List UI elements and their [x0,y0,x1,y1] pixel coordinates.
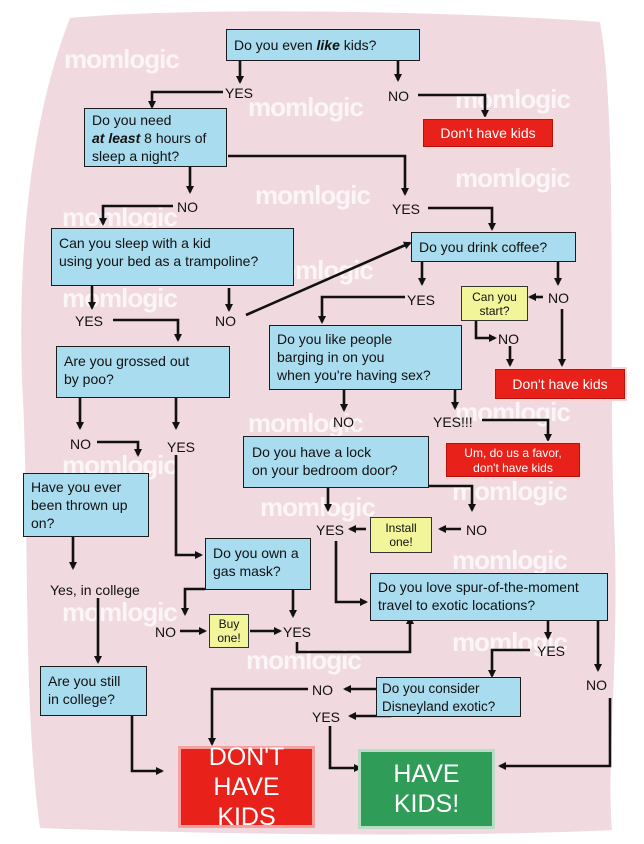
tip-install-one: Install one! [370,517,432,553]
watermark: momlogic [248,408,364,438]
question-text: by poo? [64,371,114,387]
label-yes: YES [392,201,421,217]
label-no: NO [333,414,354,430]
question-text: Are you still [48,673,121,689]
end-dont-have-kids: Don't have kids [495,369,625,399]
question-text: Do you love spur-of-the-moment [378,579,579,595]
question-text: Do you own a [213,545,299,561]
watermark: momlogic [260,492,376,522]
question-barging: Do you like people barging in on you whe… [269,325,462,390]
tip-text: start? [479,304,510,318]
label-yes: YES!!! [433,414,473,430]
question-text: Do you need [92,112,172,128]
label-no: NO [155,624,176,640]
label-no: NO [177,199,198,215]
question-text: Disneyland exotic? [382,699,496,714]
watermark: momlogic [455,163,571,193]
question-poo: Are you grossed out by poo? [56,346,230,398]
label-no: NO [586,677,607,693]
end-text: don't have kids [473,461,553,475]
question-text: Do you even [234,37,317,53]
question-text: gas mask? [213,563,281,579]
final-text: HAVE KIDS [213,773,280,831]
end-text: Um, do us a favor, [464,446,562,460]
label-yes: YES [537,643,566,659]
question-disneyland: Do you consider Disneyland exotic? [376,677,521,717]
question-text: 8 hours of [140,130,207,146]
final-have-kids: HAVE KIDS! [358,749,495,829]
label-yes: YES [225,85,254,101]
tip-text: one! [217,631,241,645]
label-yes: YES [167,439,196,455]
question-text: Do you have a lock [252,444,372,460]
tip-can-you-start: Can you start? [461,286,528,321]
label-no: NO [466,522,487,538]
question-emphasis: like [316,37,340,53]
question-trampoline: Can you sleep with a kid using your bed … [51,228,294,286]
tip-text: Install [385,521,417,535]
label-yes: YES [407,292,436,308]
question-text: sleep a night? [92,148,180,164]
question-text: been thrown up [31,497,128,513]
question-text: Can you sleep with a kid [59,235,211,251]
label-yes: YES [75,313,104,329]
question-text: Do you consider [382,681,480,696]
question-text: when you're having sex? [277,367,431,383]
watermark: momlogic [64,44,180,74]
label-no: NO [312,682,333,698]
label-no: NO [498,331,519,347]
label-no: NO [388,88,409,104]
question-text: Do you like people [277,331,393,347]
label-yes-in-college: Yes, in college [50,582,140,598]
question-text: kids? [339,37,377,53]
question-text: on your bedroom door? [252,462,398,478]
watermark: momlogic [452,545,568,575]
watermark: momlogic [255,180,371,210]
question-text: on? [31,515,55,531]
question-gas-mask: Do you own a gas mask? [205,538,311,590]
tip-text: one! [389,535,413,549]
final-dont-have-kids: DON'T HAVE KIDS [178,743,315,831]
end-do-us-a-favor: Um, do us a favor, don't have kids [446,443,580,477]
question-sleep-hours: Do you need at least 8 hours of sleep a … [84,108,227,167]
tip-text: Can you [472,290,517,304]
question-bedroom-lock: Do you have a lock on your bedroom door? [243,436,429,488]
question-text: Have you ever [31,479,122,495]
question-text: Are you grossed out [64,353,190,369]
label-no: NO [548,290,569,306]
tip-buy-one: Buy one! [209,614,249,648]
question-text: barging in on you [277,349,385,365]
question-text: travel to exotic locations? [378,597,536,613]
label-yes: YES [283,624,312,640]
watermark: momlogic [248,92,364,122]
question-thrown-up: Have you ever been thrown up on? [23,473,149,537]
label-yes: YES [316,522,345,538]
watermark: momlogic [455,84,571,114]
question-coffee: Do you drink coffee? [411,232,576,262]
question-still-in-college: Are you still in college? [40,666,147,716]
watermark: momlogic [246,645,362,675]
question-text: using your bed as a trampoline? [59,253,259,269]
question-like-kids: Do you even like kids? [226,29,420,61]
watermark: momlogic [452,476,568,506]
end-dont-have-kids: Don't have kids [423,119,553,147]
question-text: in college? [48,691,115,707]
label-yes: YES [312,709,341,725]
tip-text: Buy [218,617,240,631]
question-exotic-travel: Do you love spur-of-the-moment travel to… [370,573,608,621]
label-no: NO [215,313,236,329]
final-text: HAVE [393,760,460,788]
watermark: momlogic [62,597,178,627]
final-text: DON'T [208,743,285,771]
label-no: NO [70,436,91,452]
question-emphasis: at least [92,130,141,146]
watermark: momlogic [62,283,178,313]
final-text: KIDS! [393,790,460,818]
